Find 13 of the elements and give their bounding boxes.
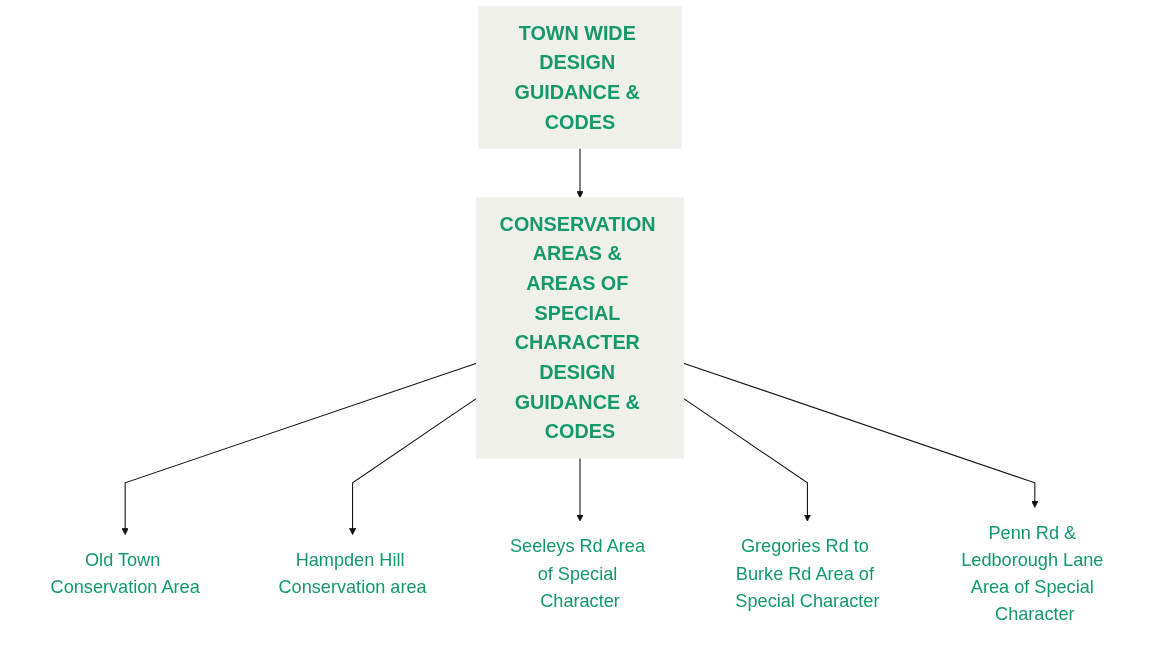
node-text: Old Town Conservation Area: [50, 549, 200, 598]
node-text: Seeleys Rd Area of Special Character: [509, 536, 645, 611]
arrow: [121, 362, 478, 536]
node-text: Penn Rd & Ledborough Lane Area of Special Character: [961, 522, 1104, 625]
arrow: [348, 397, 478, 536]
arrow: [576, 457, 584, 522]
node-box: CONSERVATION AREAS & AREAS OF SPECIAL CHARACTER DESIGN GUIDANCE & CODES: [476, 197, 684, 459]
node-text: Gregories Rd to Burke Rd Area of Special Character: [735, 536, 880, 611]
node-text: Hampden Hill Conservation area: [278, 549, 427, 598]
node-box: TOWN WIDE DESIGN GUIDANCE & CODES: [478, 6, 682, 149]
arrow: [576, 147, 584, 199]
arrow: [682, 362, 1039, 508]
arrow: [682, 397, 812, 522]
